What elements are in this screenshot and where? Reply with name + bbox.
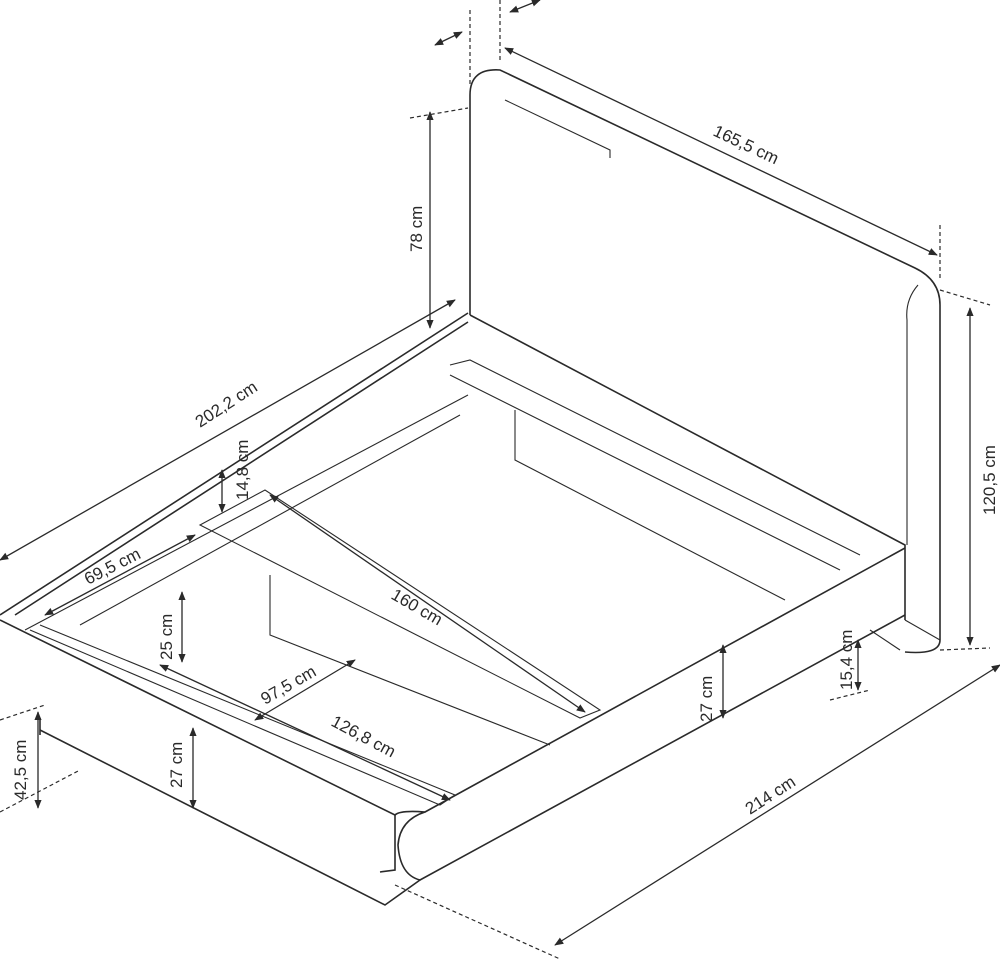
label-storage-width: 69,5 cm — [81, 544, 144, 588]
label-total-length: 214 cm — [742, 772, 799, 818]
label-total-height-front: 42,5 cm — [11, 740, 30, 800]
label-side-height-right: 27 cm — [697, 676, 716, 722]
label-frame-length: 202,2 cm — [192, 377, 261, 431]
label-headboard-height: 78 cm — [407, 206, 426, 252]
label-slat-support-height: 14,8 cm — [233, 440, 252, 500]
label-inner-width: 160 cm — [388, 585, 446, 629]
headboard — [469, 69, 941, 654]
label-center-length: 126,8 cm — [328, 712, 399, 762]
label-side-height-left: 27 cm — [167, 742, 186, 788]
label-storage-length: 97,5 cm — [258, 662, 320, 709]
label-storage-depth: 25 cm — [157, 614, 176, 660]
bed-frame — [0, 312, 941, 906]
label-headboard-width: 165,5 cm — [710, 121, 781, 168]
label-leg-clearance: 15,4 cm — [837, 630, 856, 690]
label-total-height: 120,5 cm — [980, 445, 999, 515]
